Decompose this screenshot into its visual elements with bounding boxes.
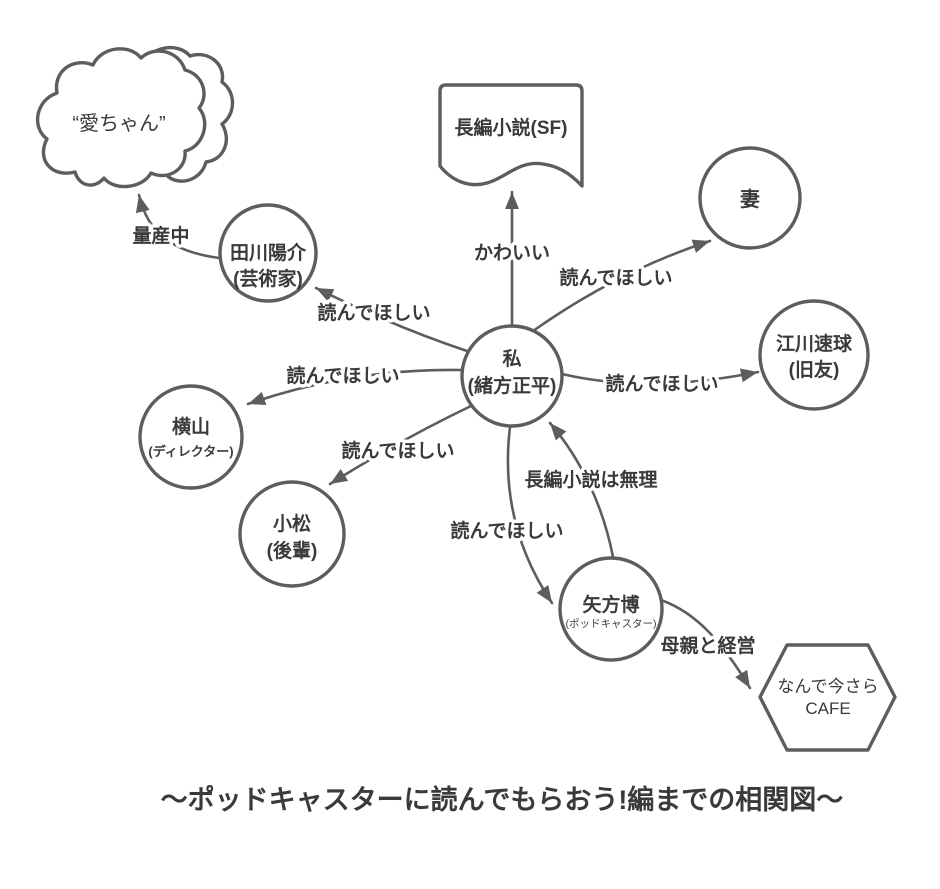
cafe-hexagon bbox=[758, 643, 897, 752]
edge-label-yonde-yakata: 読んでほしい bbox=[450, 519, 563, 542]
node-tsuma: 妻 bbox=[698, 146, 802, 250]
cloud-label: “愛ちゃん” bbox=[72, 112, 165, 135]
node-cafe: なんで今さら CAFE bbox=[758, 643, 897, 752]
node-aichan-cloud: “愛ちゃん” bbox=[35, 45, 235, 189]
tsuma-label: 妻 bbox=[740, 188, 760, 211]
edge-watashi-to-yakata bbox=[506, 425, 554, 605]
edge-label-keiei: 母親と経営 bbox=[660, 634, 755, 657]
cafe-label-line1: なんで今さら bbox=[777, 677, 878, 696]
edge-label-yonde-yokoyama: 読んでほしい bbox=[286, 364, 399, 387]
tsuma-circle bbox=[698, 146, 802, 250]
tagawa-sub-label: (芸術家) bbox=[233, 267, 303, 290]
node-watashi: 私 (緒方正平) bbox=[460, 324, 564, 428]
tagawa-circle bbox=[218, 203, 318, 303]
edge-tagawa-to-cloud bbox=[135, 193, 221, 260]
yokoyama-circle bbox=[138, 384, 244, 490]
edge-label-yonde-egawa: 読んでほしい bbox=[605, 372, 718, 395]
edge-watashi-to-tagawa bbox=[314, 286, 469, 353]
yokoyama-sub-label: (ディレクター) bbox=[148, 444, 233, 459]
komatsu-circle bbox=[238, 480, 346, 588]
edge-watashi-to-egawa bbox=[560, 368, 760, 385]
komatsu-sub-label: (後輩) bbox=[267, 539, 318, 562]
edge-yakata-to-watashi bbox=[548, 421, 615, 559]
edge-label-yonde-tagawa: 読んでほしい bbox=[317, 301, 430, 324]
yakata-sub-label: (ポッドキャスター) bbox=[566, 618, 657, 630]
edge-watashi-to-komatsu bbox=[328, 404, 473, 486]
nodes: “愛ちゃん” 長編小説(SF) 妻 江川速球 (旧友) 田川陽介 (芸術家) 私… bbox=[35, 45, 897, 752]
edge-label-muri: 長編小説は無理 bbox=[524, 468, 657, 491]
tagawa-label: 田川陽介 bbox=[230, 241, 307, 264]
edge-label-yonde-tsuma: 読んでほしい bbox=[559, 266, 672, 289]
egawa-sub-label: (旧友) bbox=[789, 358, 840, 381]
node-novel-document: 長編小説(SF) bbox=[438, 83, 584, 188]
yakata-label: 矢方博 bbox=[582, 593, 639, 616]
edge-watashi-to-tsuma bbox=[531, 239, 712, 333]
document-label: 長編小説(SF) bbox=[455, 116, 568, 139]
yakata-circle bbox=[558, 556, 664, 662]
edge-yakata-to-cafe bbox=[659, 598, 752, 690]
watashi-circle bbox=[460, 324, 564, 428]
egawa-circle bbox=[758, 299, 870, 411]
edge-label-ryosanchu: 量産中 bbox=[132, 224, 189, 247]
edge-watashi-to-yokoyama bbox=[246, 368, 464, 406]
edge-label-yonde-komatsu: 読んでほしい bbox=[341, 439, 454, 462]
komatsu-label: 小松 bbox=[273, 512, 311, 535]
cloud-shape bbox=[35, 47, 207, 189]
node-komatsu: 小松 (後輩) bbox=[238, 480, 346, 588]
watashi-label: 私 bbox=[502, 348, 521, 370]
document-shape bbox=[438, 83, 584, 188]
cafe-label-line2: CAFE bbox=[805, 699, 850, 718]
watashi-sub-label: (緒方正平) bbox=[468, 374, 557, 397]
edge-labels: かわいい 読んでほしい 読んでほしい 読んでほしい 量産中 読んでほしい 読んで… bbox=[129, 221, 759, 661]
node-yakata: 矢方博 (ポッドキャスター) bbox=[558, 556, 664, 662]
edge-label-kawaii: かわいい bbox=[474, 242, 550, 264]
yokoyama-label: 横山 bbox=[172, 415, 210, 438]
diagram-caption: 〜ポッドキャスターに読んでもらおう!編までの相関図〜 bbox=[161, 784, 844, 815]
node-yokoyama: 横山 (ディレクター) bbox=[138, 384, 244, 490]
node-egawa: 江川速球 (旧友) bbox=[758, 299, 870, 411]
egawa-label: 江川速球 bbox=[776, 332, 853, 355]
edge-lines bbox=[135, 190, 760, 690]
node-tagawa: 田川陽介 (芸術家) bbox=[218, 203, 318, 303]
